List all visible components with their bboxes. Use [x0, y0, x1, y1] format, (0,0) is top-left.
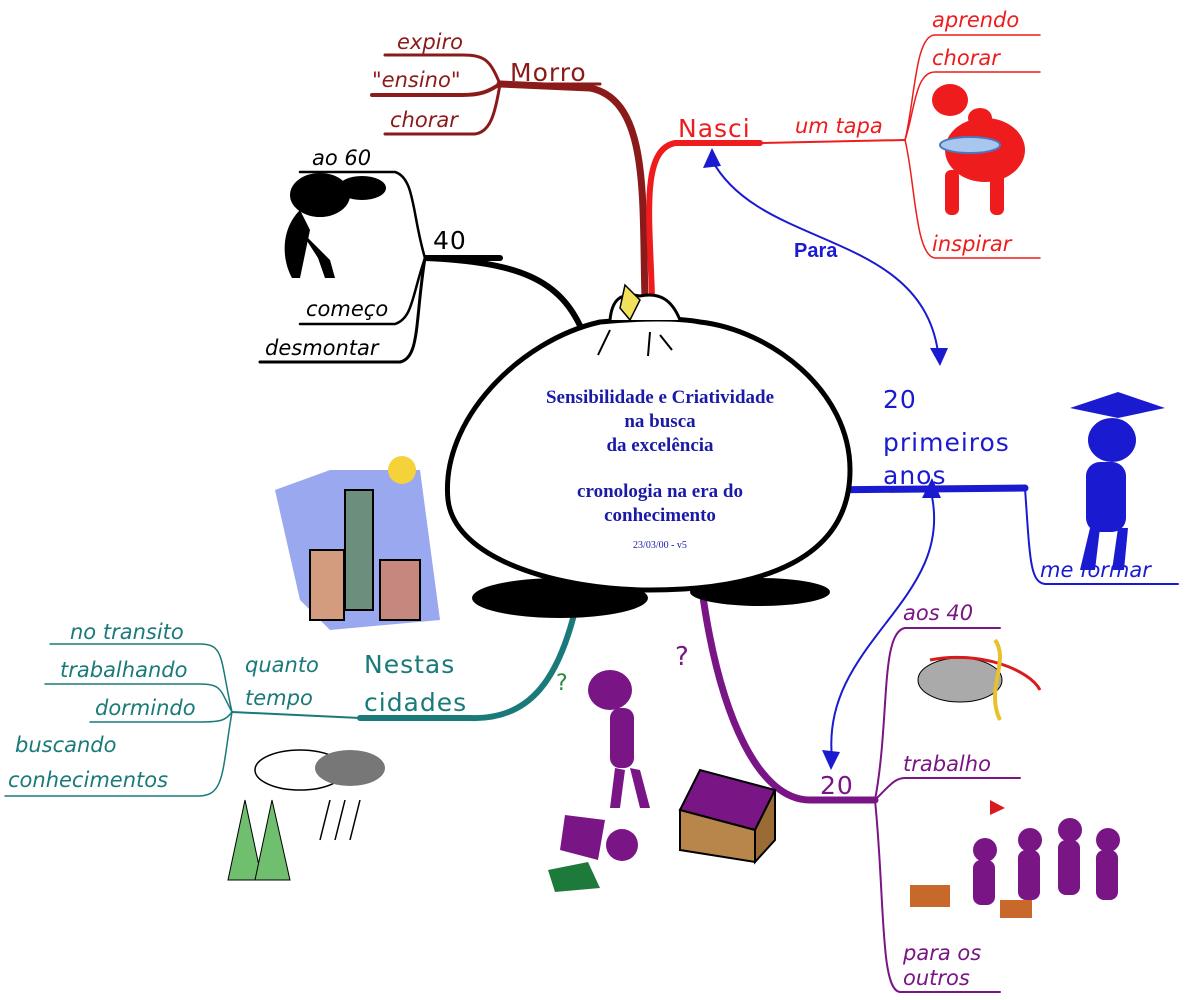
tornado-icon: [917, 638, 1042, 721]
vinte-item-2: trabalho: [903, 752, 991, 776]
city-icon: [275, 456, 440, 630]
vinte-item-1: aos 40: [903, 601, 974, 625]
nasci-item-2: chorar: [932, 46, 1000, 70]
branch-40-lines: [258, 170, 585, 364]
cidades-item-4: buscando: [15, 733, 117, 757]
center-bag: [444, 283, 853, 618]
primeiros-title-2: primeiros: [883, 428, 1010, 457]
primeiros-title-3: anos: [883, 461, 947, 490]
arrowheads: [703, 148, 948, 770]
morro-title: Morro: [510, 58, 587, 87]
cidades-sub-2: tempo: [245, 686, 313, 710]
vinte-item-3: para os: [903, 941, 982, 965]
quarenta-item-1: ao 60: [312, 146, 372, 170]
cidades-title-2: cidades: [364, 688, 468, 717]
nasci-item-1: aprendo: [932, 8, 1020, 32]
quarenta-item-3: desmontar: [265, 336, 379, 360]
svg-text:?: ?: [556, 671, 568, 696]
morro-item-1: expiro: [397, 30, 463, 54]
branch-vinte-lines: [698, 586, 1021, 993]
branch-morro-lines: [370, 53, 649, 302]
center-line1: Sensibilidade e Criatividade: [545, 387, 775, 408]
center-line5: conhecimento: [604, 505, 716, 526]
morro-item-2: "ensino": [372, 68, 461, 92]
cidades-item-5: conhecimentos: [8, 768, 169, 792]
team-figures-icon: [910, 800, 1120, 918]
center-title: Sensibilidade e Criatividade na busca da…: [495, 386, 825, 558]
para-label: Para: [794, 240, 838, 262]
box-icon: [678, 768, 777, 865]
graduate-figure-icon: [1070, 392, 1165, 570]
thinker-figure-icon: ? ?: [556, 642, 689, 808]
primeiros-item-1: me formar: [1040, 558, 1151, 582]
storm-icon: [227, 749, 385, 881]
puzzle-items-icon: [548, 815, 638, 892]
primeiros-title-1: 20: [883, 385, 917, 414]
vinte-title: 20: [820, 771, 854, 800]
tired-figure-icon: [284, 173, 386, 278]
branch-cidades-lines: [4, 595, 581, 797]
nasci-sub: um tapa: [795, 114, 883, 138]
svg-text:?: ?: [675, 642, 689, 672]
nasci-title: Nasci: [678, 114, 751, 143]
cidades-title-1: Nestas: [364, 650, 456, 679]
baby-figure-icon: [932, 84, 1025, 215]
center-line4: cronologia na era do: [577, 481, 743, 502]
branch-primeiros-lines: [814, 484, 1179, 585]
para-arrows: [711, 159, 939, 759]
center-version: 23/03/00 - v5: [633, 540, 687, 551]
center-line3: da excelência: [606, 435, 714, 456]
cidades-item-1: no transito: [70, 620, 184, 644]
nasci-item-3: inspirar: [932, 232, 1012, 256]
cidades-item-2: trabalhando: [60, 658, 188, 682]
center-line2: na busca: [624, 411, 696, 432]
cidades-sub-1: quanto: [245, 653, 319, 677]
branch-nasci-lines: [646, 34, 1041, 301]
cidades-item-3: dormindo: [95, 696, 196, 720]
vinte-item-4: outros: [903, 966, 970, 990]
quarenta-item-2: começo: [306, 297, 389, 321]
quarenta-title: 40: [433, 226, 467, 255]
morro-item-3: chorar: [390, 108, 458, 132]
